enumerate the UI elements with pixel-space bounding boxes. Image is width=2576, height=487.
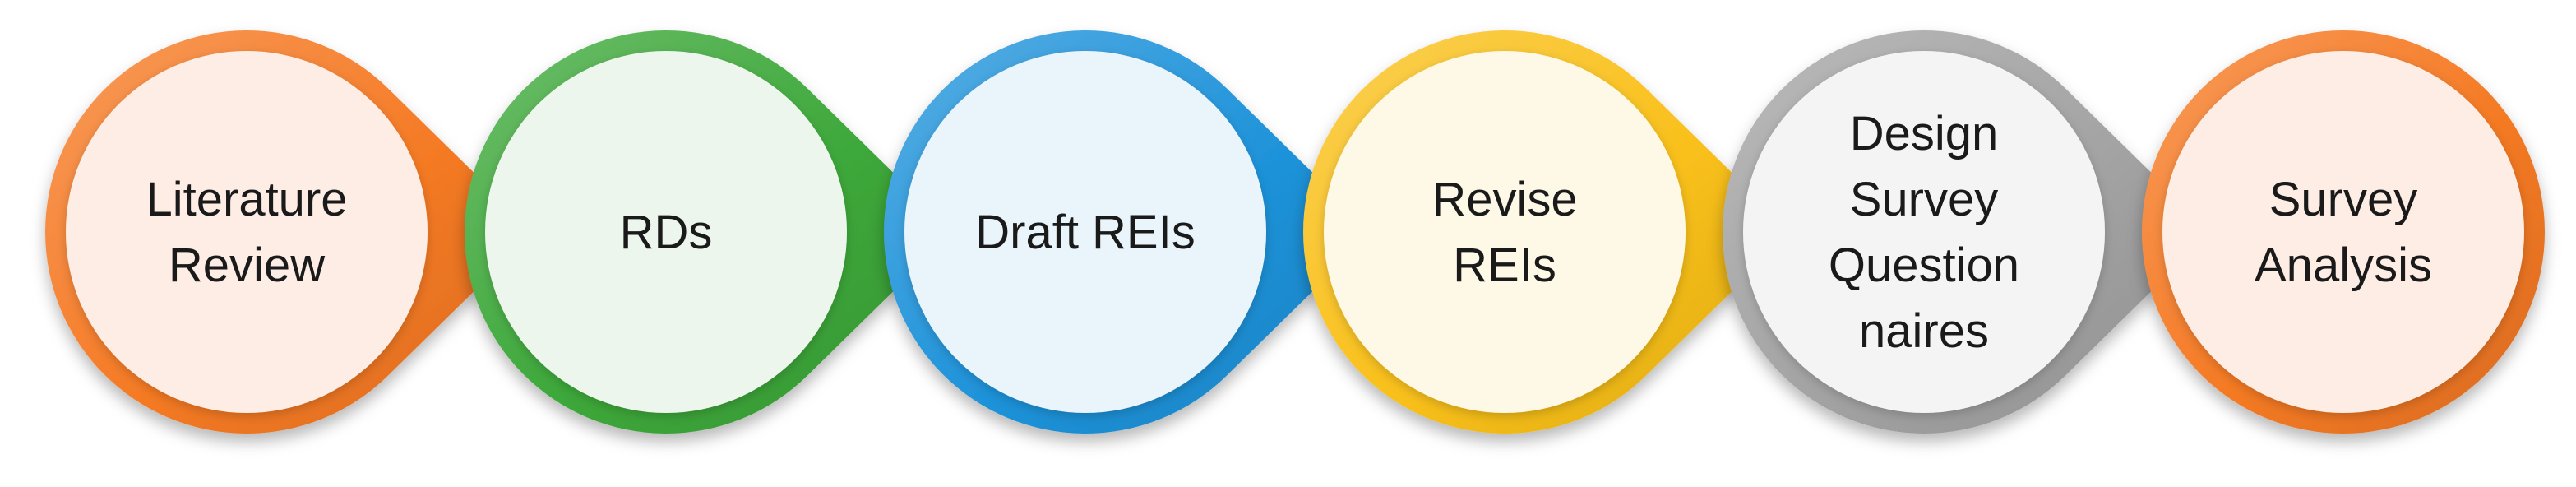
process-step-2: RDs <box>464 30 954 434</box>
step-label: RDs <box>620 206 713 259</box>
step-label-line: Survey <box>1850 173 1999 226</box>
step-label-line: Question <box>1829 239 2019 292</box>
step-label-line: RDs <box>620 206 713 259</box>
step-label: Draft REIs <box>975 206 1196 259</box>
step-label-line: Analysis <box>2255 239 2432 292</box>
step-disc <box>1743 51 2105 413</box>
step-label-line: naires <box>1859 304 1989 358</box>
step-disc <box>66 51 428 413</box>
step-disc <box>2162 51 2524 413</box>
step-label-line: Literature <box>146 173 347 226</box>
step-label-line: REIs <box>1453 239 1556 292</box>
step-disc <box>904 51 1266 413</box>
step-disc <box>1324 51 1686 413</box>
step-label-line: Revise <box>1431 173 1577 226</box>
process-step-3: Draft REIs <box>883 30 1373 434</box>
step-label-line: Survey <box>2269 173 2418 226</box>
step-disc <box>485 51 847 413</box>
step-label-line: Review <box>169 239 326 292</box>
step-label-line: Design <box>1850 107 1999 160</box>
step-label-line: Draft REIs <box>975 206 1196 259</box>
